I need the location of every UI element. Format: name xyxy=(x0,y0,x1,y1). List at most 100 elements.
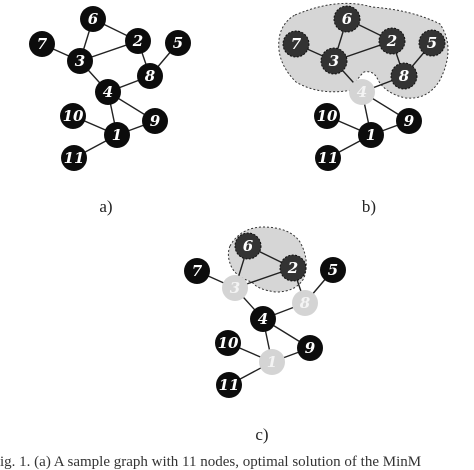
node-circle xyxy=(378,27,406,55)
node-circle xyxy=(222,275,248,301)
node-7: 7 xyxy=(184,258,210,284)
node-circle xyxy=(60,103,86,129)
node-label: 4 xyxy=(357,83,367,101)
node-label: 5 xyxy=(328,261,338,279)
node-circle xyxy=(315,145,341,171)
node-label: 8 xyxy=(399,67,410,85)
node-circle xyxy=(67,48,93,74)
node-label: 2 xyxy=(287,259,298,277)
panel-b-label: b) xyxy=(362,197,376,216)
node-circle xyxy=(215,330,241,356)
node-5: 5 xyxy=(165,30,191,56)
node-circle xyxy=(216,372,242,398)
node-label: 11 xyxy=(318,149,339,167)
node-circle xyxy=(320,257,346,283)
node-circle xyxy=(333,5,361,33)
node-2: 2 xyxy=(378,27,406,55)
node-2: 2 xyxy=(125,28,151,54)
panel-c-label: c) xyxy=(255,425,268,444)
node-11: 11 xyxy=(216,372,242,398)
node-label: 6 xyxy=(88,10,99,28)
node-10: 10 xyxy=(60,103,86,129)
panel-a: 1 2 34 5 6 7 8 9 10 11 xyxy=(29,6,191,171)
node-1: 1 xyxy=(259,349,285,375)
panel-b: 1 2 34 5 6 7 8 9 10 11 xyxy=(278,2,449,171)
node-label: 11 xyxy=(219,376,240,394)
node-label: 6 xyxy=(342,10,353,28)
node-circle xyxy=(279,254,307,282)
node-label: 2 xyxy=(386,32,397,50)
node-10: 10 xyxy=(215,330,241,356)
node-3: 3 xyxy=(222,275,248,301)
node-circle xyxy=(137,63,163,89)
node-circle xyxy=(104,122,130,148)
node-label: 5 xyxy=(427,34,437,52)
node-8: 8 xyxy=(390,62,418,90)
node-circle xyxy=(297,335,323,361)
node-11: 11 xyxy=(315,145,341,171)
node-9: 9 xyxy=(297,335,323,361)
node-label: 4 xyxy=(103,83,113,101)
node-label: 8 xyxy=(300,294,311,312)
node-label: 1 xyxy=(366,126,376,144)
node-6: 6 xyxy=(234,232,262,260)
node-8: 8 xyxy=(137,63,163,89)
node-label: 9 xyxy=(305,339,316,357)
node-circle xyxy=(80,6,106,32)
panel-a-label: a) xyxy=(99,197,112,216)
node-5: 5 xyxy=(418,29,446,57)
node-label: 6 xyxy=(243,237,254,255)
node-label: 7 xyxy=(291,35,302,53)
node-circle xyxy=(165,30,191,56)
node-1: 1 xyxy=(104,122,130,148)
node-label: 4 xyxy=(258,310,268,328)
node-label: 9 xyxy=(150,112,161,130)
node-circle xyxy=(250,306,276,332)
node-circle xyxy=(292,290,318,316)
node-7: 7 xyxy=(29,31,55,57)
node-11: 11 xyxy=(61,145,87,171)
node-circle xyxy=(142,108,168,134)
node-circle xyxy=(418,29,446,57)
node-6: 6 xyxy=(80,6,106,32)
node-7: 7 xyxy=(282,30,310,58)
node-9: 9 xyxy=(396,108,422,134)
node-4: 4 xyxy=(95,79,121,105)
node-label: 10 xyxy=(218,334,239,352)
node-1: 1 xyxy=(358,122,384,148)
node-circle xyxy=(234,232,262,260)
node-label: 3 xyxy=(75,52,85,70)
node-circle xyxy=(358,122,384,148)
figure-caption: ig. 1. (a) A sample graph with 11 nodes,… xyxy=(0,454,421,470)
node-label: 1 xyxy=(267,353,277,371)
node-label: 2 xyxy=(132,32,143,50)
node-label: 7 xyxy=(192,262,203,280)
node-circle xyxy=(29,31,55,57)
node-circle xyxy=(396,108,422,134)
node-circle xyxy=(184,258,210,284)
node-circle xyxy=(61,145,87,171)
node-label: 8 xyxy=(145,67,156,85)
node-circle xyxy=(125,28,151,54)
node-label: 3 xyxy=(329,52,339,70)
node-10: 10 xyxy=(314,103,340,129)
node-label: 10 xyxy=(317,107,338,125)
node-6: 6 xyxy=(333,5,361,33)
node-3: 3 xyxy=(320,47,348,75)
node-label: 3 xyxy=(230,279,240,297)
node-circle xyxy=(259,349,285,375)
node-circle xyxy=(314,103,340,129)
node-label: 9 xyxy=(404,112,415,130)
node-circle xyxy=(95,79,121,105)
node-label: 7 xyxy=(37,35,48,53)
node-9: 9 xyxy=(142,108,168,134)
node-circle xyxy=(390,62,418,90)
node-circle xyxy=(282,30,310,58)
node-2: 2 xyxy=(279,254,307,282)
node-label: 11 xyxy=(64,149,85,167)
node-4: 4 xyxy=(250,306,276,332)
node-3: 3 xyxy=(67,48,93,74)
node-label: 1 xyxy=(112,126,122,144)
node-label: 5 xyxy=(173,34,183,52)
